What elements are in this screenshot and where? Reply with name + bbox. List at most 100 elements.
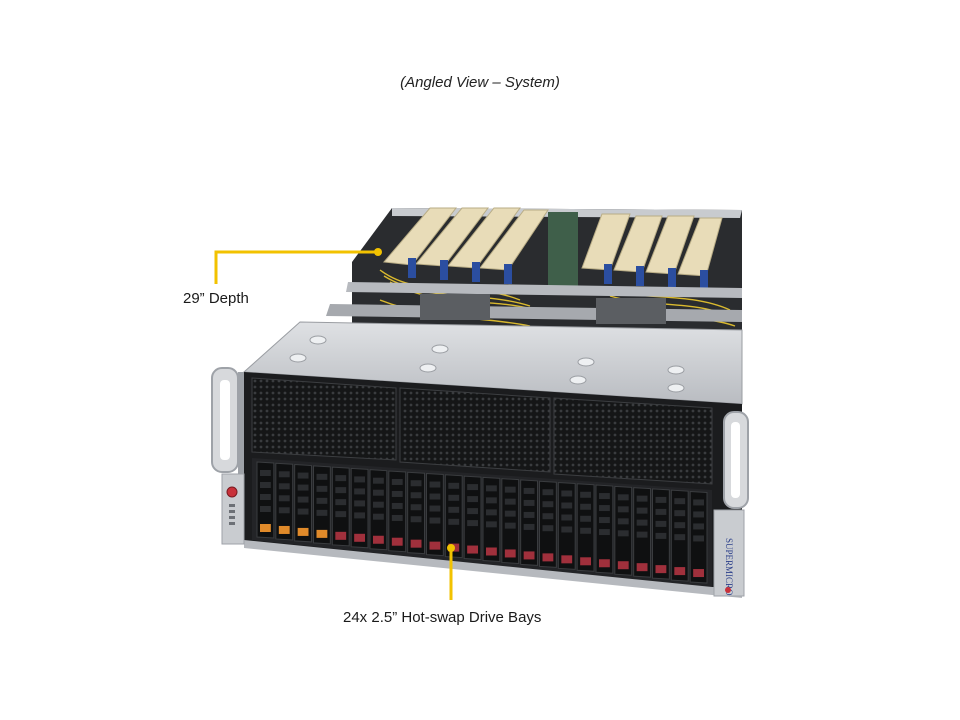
gpu-cards-left bbox=[383, 207, 549, 284]
drive-bay-vent bbox=[636, 495, 648, 502]
chassis-interior bbox=[326, 207, 742, 330]
drive-bay-latch[interactable] bbox=[278, 525, 290, 534]
drive-bay[interactable] bbox=[331, 466, 350, 547]
drive-bay-vent bbox=[599, 493, 610, 500]
drive-bay-vent bbox=[580, 503, 591, 510]
drive-bay-vent bbox=[373, 489, 384, 496]
drive-bay-vent bbox=[278, 507, 290, 514]
drive-bay-latch[interactable] bbox=[410, 539, 422, 548]
drive-bay-vent bbox=[278, 471, 290, 478]
drive-bay-vent bbox=[561, 514, 573, 521]
drive-bay-latch[interactable] bbox=[260, 524, 271, 532]
drive-bay-vent bbox=[316, 509, 328, 516]
drive-bay-latch[interactable] bbox=[486, 547, 497, 556]
right-rack-handle[interactable] bbox=[713, 411, 749, 597]
drive-bay[interactable] bbox=[350, 467, 369, 549]
drive-bay-vent bbox=[260, 494, 271, 500]
drive-bay-latch[interactable] bbox=[542, 553, 554, 562]
drive-bay-vent bbox=[617, 494, 629, 501]
drive-bay-vent bbox=[542, 501, 554, 508]
drive-bay-vent bbox=[391, 502, 403, 509]
drive-bay-vent bbox=[278, 483, 290, 490]
drive-bay-vent bbox=[448, 482, 460, 489]
depth-callout bbox=[214, 250, 378, 284]
drive-bay-vent bbox=[674, 522, 686, 529]
drive-bay-latch[interactable] bbox=[297, 527, 309, 536]
drive-bay-vent bbox=[260, 482, 271, 488]
drive-bay-vent bbox=[523, 523, 535, 530]
drive-bay-vent bbox=[354, 512, 365, 519]
drive-bay[interactable] bbox=[313, 465, 331, 545]
status-leds bbox=[229, 504, 235, 525]
fan-grilles bbox=[251, 377, 713, 485]
drive-bay-vent bbox=[599, 505, 610, 512]
drive-bay-vent bbox=[523, 499, 535, 506]
drive-bay-latch[interactable] bbox=[504, 549, 516, 558]
drive-bay-vent bbox=[297, 484, 309, 491]
drive-bay-vent bbox=[429, 505, 441, 512]
drive-bay-latch[interactable] bbox=[617, 561, 629, 570]
drive-bay-latch[interactable] bbox=[429, 541, 441, 550]
drive-bay-vent bbox=[523, 487, 535, 494]
drive-bay-latch[interactable] bbox=[693, 569, 704, 578]
drive-bay-vent bbox=[617, 506, 629, 513]
drive-bay-vent bbox=[354, 488, 365, 495]
drive-bay-vent bbox=[429, 493, 441, 500]
drive-bay-vent bbox=[467, 520, 478, 527]
drive-bay-vent bbox=[542, 525, 554, 532]
drive-bay-latch[interactable] bbox=[561, 555, 573, 564]
drive-bay-vent bbox=[391, 478, 403, 485]
drive-bay-vent bbox=[580, 527, 591, 534]
drive-bay-vent bbox=[316, 497, 328, 504]
drive-bay-latch[interactable] bbox=[316, 529, 328, 538]
drive-bay-latch[interactable] bbox=[636, 563, 648, 572]
drive-bay-vent bbox=[354, 476, 365, 483]
depth-callout-dot bbox=[374, 248, 382, 256]
drive-bay-vent bbox=[335, 511, 347, 518]
drive-bay-latch[interactable] bbox=[674, 567, 686, 576]
drive-bay-vent bbox=[410, 480, 422, 487]
drive-bay-vent bbox=[354, 500, 365, 507]
brand-dot bbox=[725, 587, 731, 593]
drive-bay-vent bbox=[674, 510, 686, 517]
drive-bay-vent bbox=[504, 522, 516, 529]
drive-bay-vent bbox=[297, 496, 309, 503]
drive-bay-vent bbox=[655, 508, 667, 515]
drive-bay-latch[interactable] bbox=[655, 565, 667, 574]
drive-bay-vent bbox=[373, 513, 384, 520]
drive-bay-vent bbox=[391, 514, 403, 521]
drive-bay-vent bbox=[260, 470, 271, 476]
drive-bay-vent bbox=[636, 507, 648, 514]
gpu-cards-right bbox=[581, 213, 723, 290]
drive-bay-vent bbox=[297, 508, 309, 515]
drive-bay[interactable] bbox=[275, 462, 294, 541]
drive-bay-latch[interactable] bbox=[580, 557, 591, 566]
drive-bay-vent bbox=[467, 484, 478, 491]
drive-bay-latch[interactable] bbox=[373, 535, 384, 544]
drive-bay-latch[interactable] bbox=[523, 551, 535, 560]
drive-bay-latch[interactable] bbox=[467, 545, 478, 554]
drive-bay-latch[interactable] bbox=[354, 533, 365, 542]
drive-bay-vent bbox=[542, 489, 554, 496]
drive-bay-vent bbox=[580, 515, 591, 522]
drive-bay-vent bbox=[429, 481, 441, 488]
drive-bay-vent bbox=[655, 532, 667, 539]
drive-bay-vent bbox=[693, 535, 704, 542]
drive-bay-vent bbox=[561, 526, 573, 533]
drive-bay-vent bbox=[693, 511, 704, 518]
drive-bay-vent bbox=[636, 531, 648, 538]
drive-bay[interactable] bbox=[294, 464, 312, 543]
drive-bay-vent bbox=[693, 499, 704, 506]
drive-bay-latch[interactable] bbox=[335, 531, 347, 540]
drive-bay-vent bbox=[504, 498, 516, 505]
depth-label: 29” Depth bbox=[183, 290, 249, 307]
drive-bay-vent bbox=[486, 497, 497, 504]
drive-bay-vent bbox=[448, 506, 460, 513]
drive-bays-callout-dot bbox=[447, 544, 455, 552]
drive-bay-vent bbox=[260, 506, 271, 512]
power-button[interactable] bbox=[226, 486, 238, 498]
drive-bay-vent bbox=[335, 487, 347, 494]
drive-bay-latch[interactable] bbox=[599, 559, 610, 568]
drive-bay-latch[interactable] bbox=[391, 537, 403, 546]
